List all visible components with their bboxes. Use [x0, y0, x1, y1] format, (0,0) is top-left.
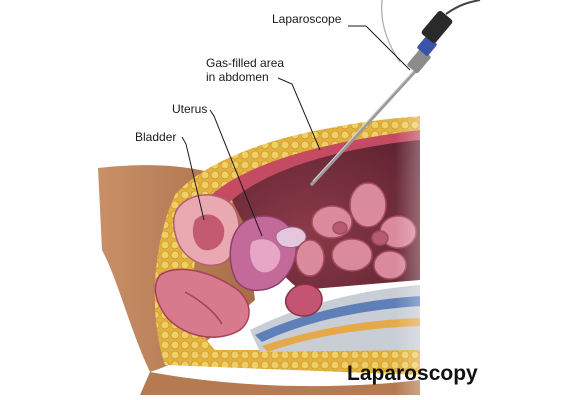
ovary [275, 226, 307, 249]
diagram-title: Laparoscopy [347, 362, 478, 385]
spine-band-2 [262, 318, 420, 352]
bladder-inner [192, 214, 225, 251]
label-gas-filled-area-line2: in abdomen [206, 70, 269, 84]
label-bladder: Bladder [135, 130, 177, 144]
label-gas-filled-area: Gas-filled area [206, 56, 285, 70]
label-laparoscope: Laparoscope [272, 12, 342, 26]
uterus-cavity [250, 239, 281, 273]
back-skin [140, 372, 420, 395]
abdominal-fat-layer [154, 116, 420, 375]
label-leader-lines [181, 25, 411, 237]
laparoscope-device [310, 0, 481, 186]
right-fade [395, 100, 475, 400]
right-blank [470, 100, 565, 400]
spine-band [255, 296, 420, 342]
label-uterus: Uterus [172, 102, 208, 116]
rectum-fold [184, 291, 223, 325]
colon-loop [284, 283, 323, 317]
